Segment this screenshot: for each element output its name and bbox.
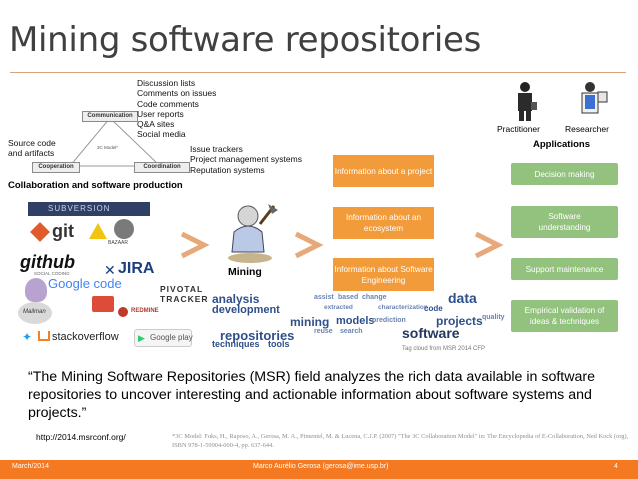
tag-word: techniques [212,339,260,349]
tag-word: code [424,304,443,313]
collaboration-caption: Collaboration and software production [8,180,183,191]
tag-word: search [340,328,363,335]
coordination-node: Coordination [134,162,190,173]
tag-word: data [448,290,477,306]
tag-word: tools [268,339,290,349]
tag-word: software [402,325,460,341]
footer-page-number: 4 [614,463,618,470]
google-play-badge [134,329,192,347]
tag-word: quality [482,314,505,321]
tag-word: assist [314,294,334,301]
slide-title: Mining software repositories [9,20,482,60]
cooperation-items: Source code and artifacts [8,138,56,159]
arrow-to-mining [180,231,210,259]
researcher-label: Researcher [565,124,609,134]
app-empirical-validation: Empirical validation of ideas & techniqu… [511,300,618,332]
citation-footnote: *3C Model: Fuks, H., Raposo, A., Gerosa,… [172,433,629,449]
msr-quote: “The Mining Software Repositories (MSR) … [28,369,595,421]
google-play-icon: ▶ [138,333,145,343]
tag-word: extracted [324,304,353,311]
tag-word: repositories [220,328,295,343]
mailman-icon [18,302,52,324]
tag-word: based [338,294,359,301]
researcher-icon [581,82,608,114]
miner-figure-icon [228,204,278,263]
coordination-items: Issue trackers Project management system… [190,144,302,175]
app-decision-making: Decision making [511,163,618,185]
tag-word: development [212,304,280,316]
gmail-icon [92,296,114,312]
communication-items: Discussion lists Comments on issues Code… [137,78,217,140]
tag-word: models [336,315,375,327]
footer-date: March/2014 [12,463,49,470]
tag-word: change [362,294,387,301]
tag-word: projects [436,314,483,328]
title-divider [10,72,626,73]
github-subtitle: SOCIAL CODING [34,271,70,276]
mailman-logo: Mailman [23,309,46,315]
stackoverflow-logo: stackoverflow [52,331,119,343]
arrow-to-information [294,231,324,259]
tag-word: prediction [372,317,406,324]
footer-author: Marco Aurélio Gerosa (gerosa@ime.usp.br) [253,463,389,470]
tag-word: characterization [378,304,428,311]
tag-word: mining [290,315,330,329]
mascot-icon [25,278,47,302]
pivotal-tracker-logo: PIVOTAL TRACKER [160,284,209,304]
jira-logo: JIRA [118,260,155,277]
arrow-to-applications [474,231,504,259]
info-project-box: Information about a project [333,155,434,187]
info-se-box: Information about Software Engineering [333,258,434,291]
msr-url-link[interactable]: http://2014.msrconf.org/ [36,432,126,442]
communication-node: Communication [82,111,138,122]
git-logo: git [52,221,74,241]
git-icon [30,222,50,242]
subversion-logo: SUBVERSION [28,202,150,216]
bazaar-logo: BAZAAR [108,240,129,246]
tag-cloud: analysis data development mining models … [212,290,505,349]
tag-word: analysis [212,292,260,306]
app-support-maintenance: Support maintenance [511,258,618,280]
mining-label: Mining [228,266,262,278]
twitter-icon: ✦ [22,330,33,344]
warning-icon [89,223,107,239]
google-play-logo: Google play [150,333,193,342]
footer-bar [0,460,638,479]
jira-icon: ✕ [104,262,116,278]
model-center-label: 3C Model* [97,145,119,150]
tag-word: reuse [314,328,333,335]
stackoverflow-icon [38,331,50,341]
tag-cloud-caption: Tag cloud from MSR 2014 CFP [402,346,486,352]
redmine-icon [118,307,128,317]
practitioner-icon [518,82,537,121]
app-software-understanding: Software understanding [511,206,618,238]
applications-heading: Applications [533,139,591,150]
redmine-logo: REDMINE [131,308,159,314]
bazaar-icon [114,219,134,239]
google-code-logo: Google code [48,276,122,291]
practitioner-label: Practitioner [497,124,540,134]
github-logo: github [20,252,75,272]
cooperation-node: Cooperation [32,162,80,173]
info-ecosystem-box: Information about an ecosystem [333,207,434,239]
